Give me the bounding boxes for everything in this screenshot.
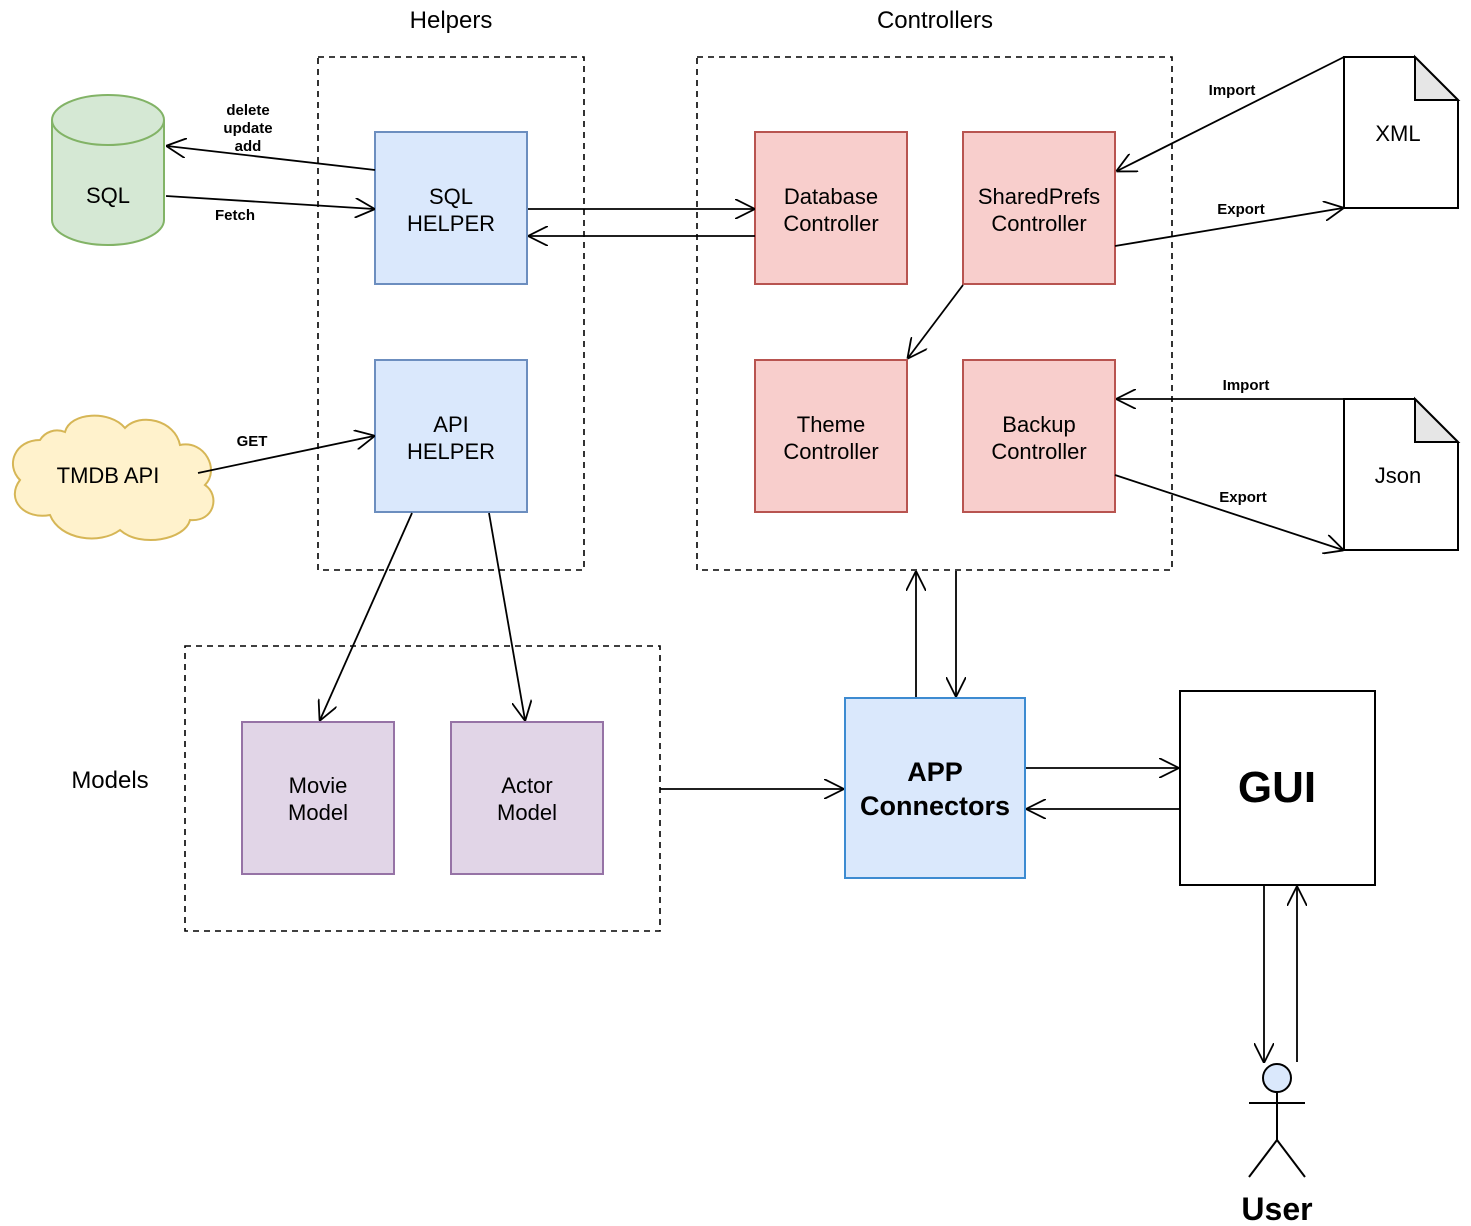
helpers-group-title: Helpers xyxy=(410,7,493,34)
tmdb-api-node[interactable]: TMDB API xyxy=(11,414,215,542)
gui-box xyxy=(1179,690,1376,886)
sql-database-top xyxy=(51,94,165,146)
sharedprefs-controller-node[interactable]: SharedPrefs Controller xyxy=(962,131,1116,285)
apihelper-to-actormodel-arrow xyxy=(488,512,525,720)
user-actor-head xyxy=(1262,1063,1292,1093)
json-import-label: Import xyxy=(1223,377,1270,394)
sharedprefs-controller-box xyxy=(962,131,1116,285)
fetch-label: Fetch xyxy=(215,207,255,224)
sql-database-label: SQL xyxy=(86,183,130,208)
actor-model-box xyxy=(450,721,604,875)
sql-ops-label-delete: delete xyxy=(226,102,269,119)
apihelper-to-moviemodel-arrow xyxy=(320,512,413,720)
movie-model-label: Movie xyxy=(289,773,348,798)
app-connectors-node[interactable]: APP Connectors xyxy=(844,697,1026,879)
theme-controller-label: Theme xyxy=(797,412,865,437)
movie-model-box xyxy=(241,721,395,875)
json-file-node[interactable]: Json xyxy=(1343,396,1461,551)
sql-to-sqlhelper-fetch-arrow xyxy=(165,195,374,209)
sharedprefs-controller-label-line2: Controller xyxy=(991,211,1086,236)
app-connectors-box xyxy=(844,697,1026,879)
app-connectors-label: APP xyxy=(907,757,963,787)
xml-export-arrow xyxy=(1114,208,1343,247)
sqlhelper-to-sql-arrow xyxy=(167,146,376,171)
xml-file-fold xyxy=(1414,54,1461,101)
actor-model-label: Actor xyxy=(501,773,552,798)
database-controller-node[interactable]: Database Controller xyxy=(754,131,908,285)
movie-model-node[interactable]: Movie Model xyxy=(241,721,395,875)
sql-database-node[interactable]: SQL xyxy=(51,94,165,246)
tmdb-api-cloud-shape xyxy=(11,414,215,542)
xml-export-label: Export xyxy=(1217,201,1265,218)
sql-ops-label-update: update xyxy=(223,120,272,137)
tmdb-api-label: TMDB API xyxy=(57,463,160,488)
json-file-label: Json xyxy=(1375,463,1421,488)
gui-node[interactable]: GUI xyxy=(1179,690,1376,886)
user-actor-node[interactable]: User xyxy=(1241,1063,1313,1226)
sharedprefs-controller-label: SharedPrefs xyxy=(978,184,1100,209)
json-export-arrow xyxy=(1114,474,1343,550)
user-actor-right-leg xyxy=(1276,1139,1306,1178)
xml-import-label: Import xyxy=(1209,82,1256,99)
get-label: GET xyxy=(237,433,268,450)
backup-controller-node[interactable]: Backup Controller xyxy=(962,359,1116,513)
user-actor-label: User xyxy=(1241,1191,1312,1226)
theme-controller-node[interactable]: Theme Controller xyxy=(754,359,908,513)
sql-helper-node[interactable]: SQL HELPER xyxy=(374,131,528,285)
json-export-label: Export xyxy=(1219,489,1267,506)
controllers-group-title: Controllers xyxy=(877,7,993,34)
json-file-fold xyxy=(1414,396,1461,443)
controllers-group-frame xyxy=(696,56,1173,571)
sql-helper-label-line2: HELPER xyxy=(407,211,495,236)
tmdb-to-apihelper-get-arrow xyxy=(197,436,374,474)
actor-model-node[interactable]: Actor Model xyxy=(450,721,604,875)
xml-file-node[interactable]: XML xyxy=(1343,54,1461,209)
xml-file-label: XML xyxy=(1375,121,1420,146)
helpers-group-frame xyxy=(317,56,585,571)
api-helper-box xyxy=(374,359,528,513)
sql-helper-label: SQL xyxy=(429,184,473,209)
sharedprefs-to-theme-arrow xyxy=(908,284,964,358)
sql-ops-label-add: add xyxy=(235,138,262,155)
models-group-title: Models xyxy=(71,767,148,794)
backup-controller-box xyxy=(962,359,1116,513)
database-controller-label: Database xyxy=(784,184,878,209)
app-connectors-label-line2: Connectors xyxy=(860,791,1010,821)
api-helper-node[interactable]: API HELPER xyxy=(374,359,528,513)
backup-controller-label-line2: Controller xyxy=(991,439,1086,464)
theme-controller-box xyxy=(754,359,908,513)
actor-model-label-line2: Model xyxy=(497,800,557,825)
movie-model-label-line2: Model xyxy=(288,800,348,825)
api-helper-label-line2: HELPER xyxy=(407,439,495,464)
api-helper-label: API xyxy=(433,412,468,437)
database-controller-box xyxy=(754,131,908,285)
user-actor-left-leg xyxy=(1248,1139,1278,1178)
database-controller-label-line2: Controller xyxy=(783,211,878,236)
gui-label: GUI xyxy=(1238,763,1316,812)
sql-database-shape xyxy=(51,120,165,246)
backup-controller-label: Backup xyxy=(1002,412,1075,437)
theme-controller-label-line2: Controller xyxy=(783,439,878,464)
xml-import-arrow xyxy=(1117,56,1345,171)
